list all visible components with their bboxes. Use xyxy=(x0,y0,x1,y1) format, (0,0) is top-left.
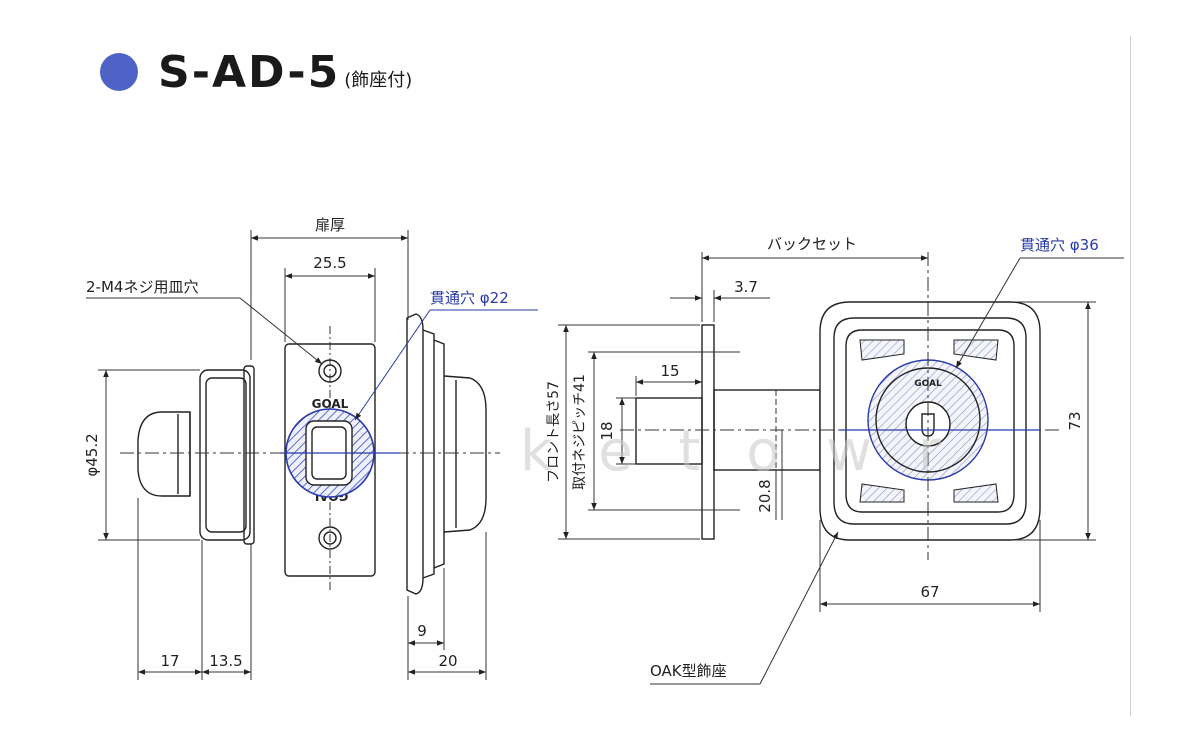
model-subtitle: (飾座付) xyxy=(344,70,413,91)
upper-right-pad xyxy=(953,339,999,361)
title-bullet-icon xyxy=(100,53,138,91)
dim-20: 20 xyxy=(438,652,457,670)
dim-73: 73 xyxy=(1066,411,1084,430)
watermark-text: k e t o w r xyxy=(520,419,955,484)
page-title: S-AD-5 (飾座付) xyxy=(100,46,413,98)
model-name: S-AD-5 xyxy=(158,46,341,98)
lower-left-pad xyxy=(859,483,905,503)
dim-17: 17 xyxy=(160,652,179,670)
door-thickness-label: 扉厚 xyxy=(315,216,345,234)
side-view: GOAL GOAL xyxy=(120,313,500,595)
screw-hole-label: 2-M4ネジ用皿穴 xyxy=(86,278,198,296)
front-length-label: フロント長さ57 xyxy=(546,381,562,483)
inner-rosette xyxy=(199,369,251,541)
screw-pitch-label: 取付ネジピッチ41 xyxy=(572,374,588,490)
side-view-dimensions: 扉厚 25.5 2-M4ネジ用皿穴 貫通穴 φ22 φ45.2 17 13.5 … xyxy=(83,216,538,680)
dim-3-7: 3.7 xyxy=(734,278,758,296)
latch-body xyxy=(635,397,703,465)
lower-screw-hole xyxy=(318,526,342,550)
brand-text-upper: GOAL xyxy=(312,397,349,411)
dim-67: 67 xyxy=(920,583,939,601)
front-view: GOAL xyxy=(620,252,1060,560)
outer-rosette xyxy=(406,313,424,595)
backset-label: バックセット xyxy=(767,235,857,253)
dim-phi-45-2: φ45.2 xyxy=(83,433,101,476)
dim-9: 9 xyxy=(417,622,427,640)
dim-18: 18 xyxy=(598,421,616,440)
dim-20-8: 20.8 xyxy=(756,479,774,512)
dim-13-5: 13.5 xyxy=(209,652,242,670)
front-view-dimensions: バックセット 貫通穴 φ36 3.7 フロント長さ57 取付ネジピッチ41 15… xyxy=(546,235,1124,685)
through-hole-22-label: 貫通穴 φ22 xyxy=(430,289,509,307)
through-hole-36-label: 貫通穴 φ36 xyxy=(1020,236,1099,254)
dim-25-5: 25.5 xyxy=(313,254,346,272)
escutcheon-label: OAK型飾座 xyxy=(650,662,727,680)
lower-right-pad xyxy=(953,483,999,503)
page-border-line xyxy=(1130,36,1131,716)
upper-left-pad xyxy=(859,339,905,361)
thumb-turn-knob xyxy=(137,411,191,497)
dim-15: 15 xyxy=(660,362,679,380)
